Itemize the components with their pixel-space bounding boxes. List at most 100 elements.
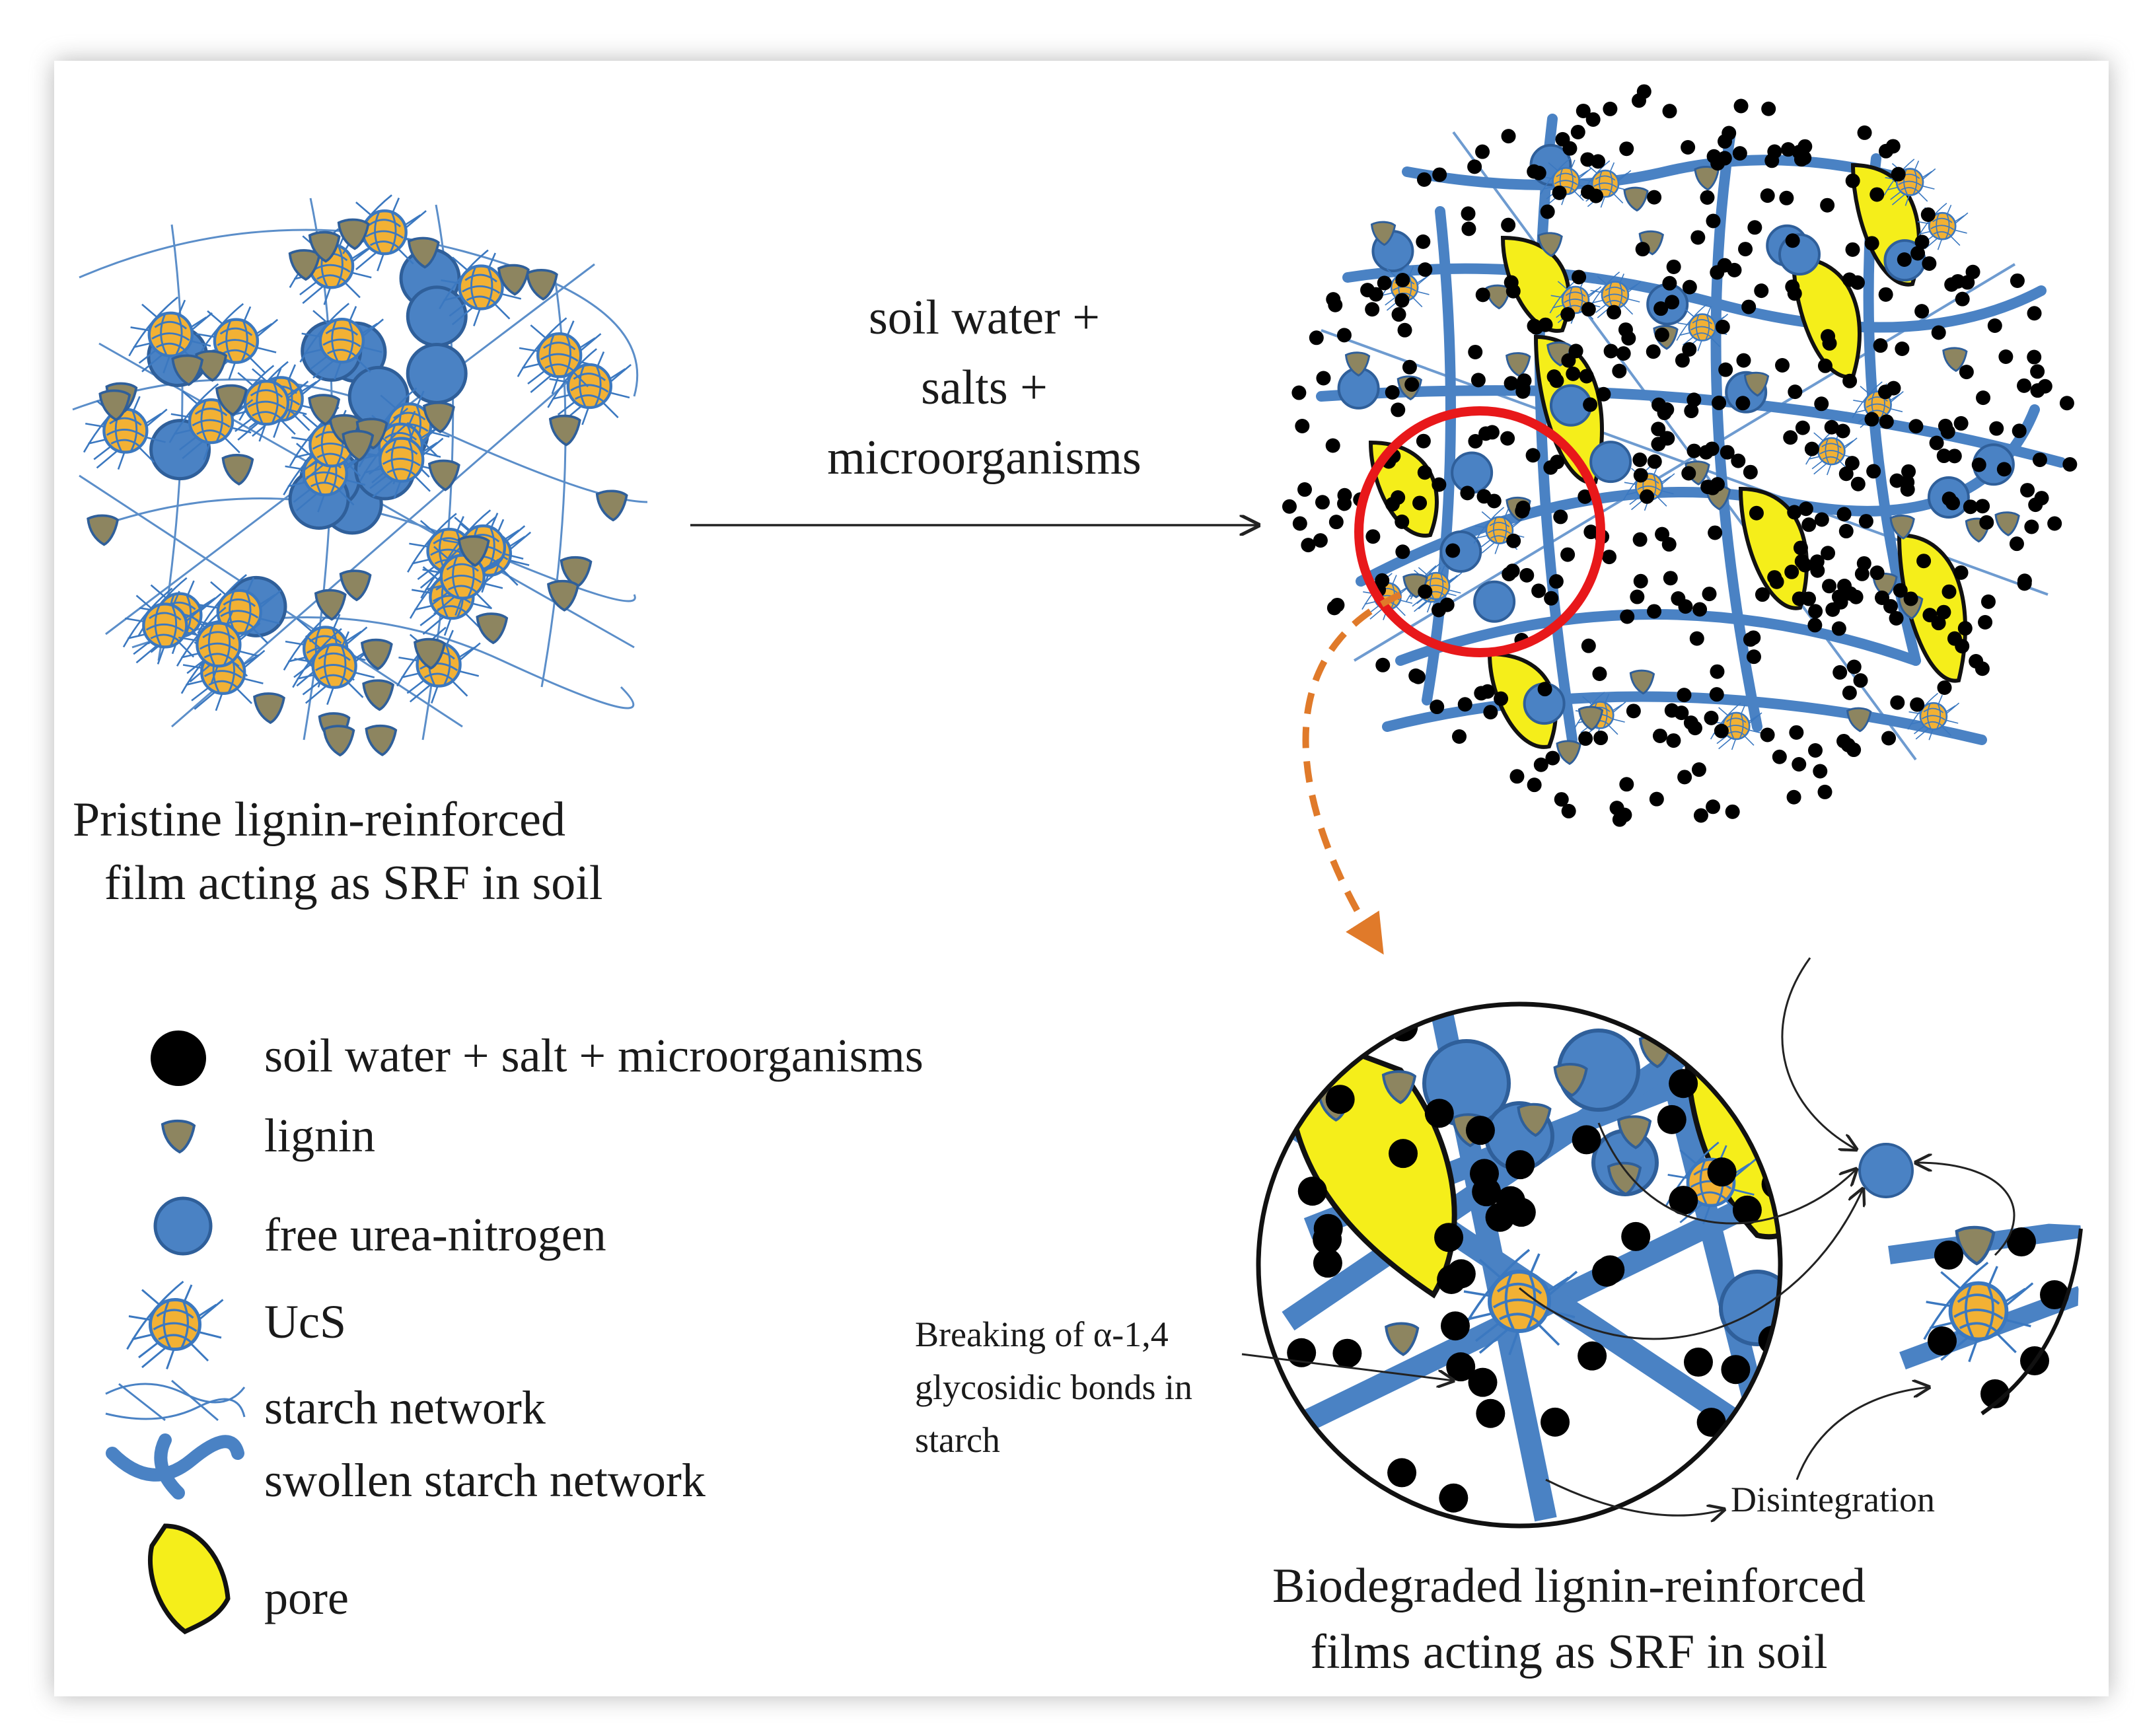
soil-particle [1297,482,1313,497]
soil-particle [1377,275,1392,291]
soil-particle [1410,669,1426,684]
soil-particle [2030,364,2045,379]
soil-particle [1706,213,1721,229]
soil-particle [1845,173,1860,188]
soil-particle [1706,799,1721,814]
soil-particle [1920,207,1936,222]
soil-particle [1665,295,1680,310]
soil-particle [1674,705,1689,721]
soil-particle [1647,604,1662,619]
soil-particle [1468,434,1483,449]
soil-particle [1844,456,1860,471]
soil-particle [1709,687,1724,702]
urea-nitrogen-particle [1589,441,1632,484]
breaking-label-line: starch [915,1420,1000,1460]
soil-particle [1630,589,1645,604]
biodegraded-caption-line: films acting as SRF in soil [1310,1625,1828,1679]
soil-particle [1561,353,1576,368]
soil-particle [1881,731,1897,746]
soil-particle [1941,491,1957,507]
soil-particle [1669,1069,1698,1099]
soil-particle [1579,369,1594,384]
soil-particle [1754,283,1769,299]
soil-particle [2017,573,2032,589]
soil-particle [1835,423,1850,439]
soil-particle [1572,270,1587,285]
soil-particle [1783,430,1798,445]
soil-particle [1620,609,1635,624]
soil-particle [1975,661,1990,676]
soil-particle [1430,700,1445,715]
soil-particle [1749,505,1764,521]
legend-icons [105,1031,246,1635]
soil-particle [1437,1264,1467,1294]
soil-particle [1727,262,1742,277]
soil-particle [1633,468,1648,483]
soil-particle [1616,346,1631,361]
soil-particle [1593,731,1609,746]
soil-particle [1439,1483,1469,1513]
soil-particle [1452,729,1467,744]
soil-particle [1581,184,1596,199]
soil-particle [1607,305,1622,320]
soil-particle [2028,497,2043,513]
soil-particle [1955,291,1970,307]
soil-particle [1483,705,1498,720]
soil-particle [1640,489,1655,504]
soil-particle [1955,639,1970,654]
soil-particle [1519,567,1535,583]
soil-particle [1908,419,1924,434]
released-urea-nitrogen [1858,1143,1914,1198]
soil-particle [1527,778,1542,793]
soil-particle [1391,307,1406,322]
soil-particle [1857,125,1872,140]
soil-particle [1291,385,1307,400]
soil-particle [1900,475,1915,490]
soil-particle [1646,344,1661,359]
soil-particle [1712,395,1727,410]
soil-particle [1360,283,1375,298]
soil-particle [1936,604,1951,620]
soil-particle [1910,246,1926,261]
soil-particle [1720,445,1735,460]
soil-particle [1689,631,1704,646]
soil-particle [1953,565,1969,580]
soil-particle [1914,235,1930,250]
soil-particle [1494,691,1509,706]
soil-particle [1953,416,1969,431]
soil-particle [1581,302,1596,317]
soil-particle [1960,275,1975,290]
soil-particle [1891,166,1906,182]
soil-particle [1808,604,1823,619]
soil-particle [1683,1348,1713,1377]
soil-particle [1653,301,1669,316]
soil-particle [1846,659,1862,674]
soil-particle [1879,414,1894,429]
soil-particle [1416,234,1431,249]
soil-particle [1404,377,1420,392]
soil-particle [1795,420,1810,435]
soil-particle [1825,602,1840,617]
fragment-inset [1888,1219,2083,1416]
soil-particle [1869,565,1885,581]
soil-particle [1677,688,1692,703]
soil-particle [1838,466,1854,482]
soil-particle [1725,804,1740,819]
soil-particle [1890,695,1905,710]
soil-particle [1632,452,1648,468]
soil-particle [1889,610,1904,626]
legend-label-lignin: lignin [264,1109,376,1162]
urea-nitrogen-particle [1473,580,1516,623]
soil-particle [1687,721,1702,736]
soil-particle [1831,589,1846,604]
soil-particle [1385,384,1400,400]
soil-particle [1998,349,2014,365]
biodegraded-caption-line: Biodegraded lignin-reinforced [1272,1559,1866,1613]
soil-particle [1635,242,1650,257]
soil-particle [2040,1280,2069,1309]
legend-label-soil: soil water + salt + microorganisms [264,1029,924,1082]
soil-particle [1375,657,1391,672]
urea-nitrogen-particle [406,285,468,347]
soil-particle [1326,600,1342,616]
